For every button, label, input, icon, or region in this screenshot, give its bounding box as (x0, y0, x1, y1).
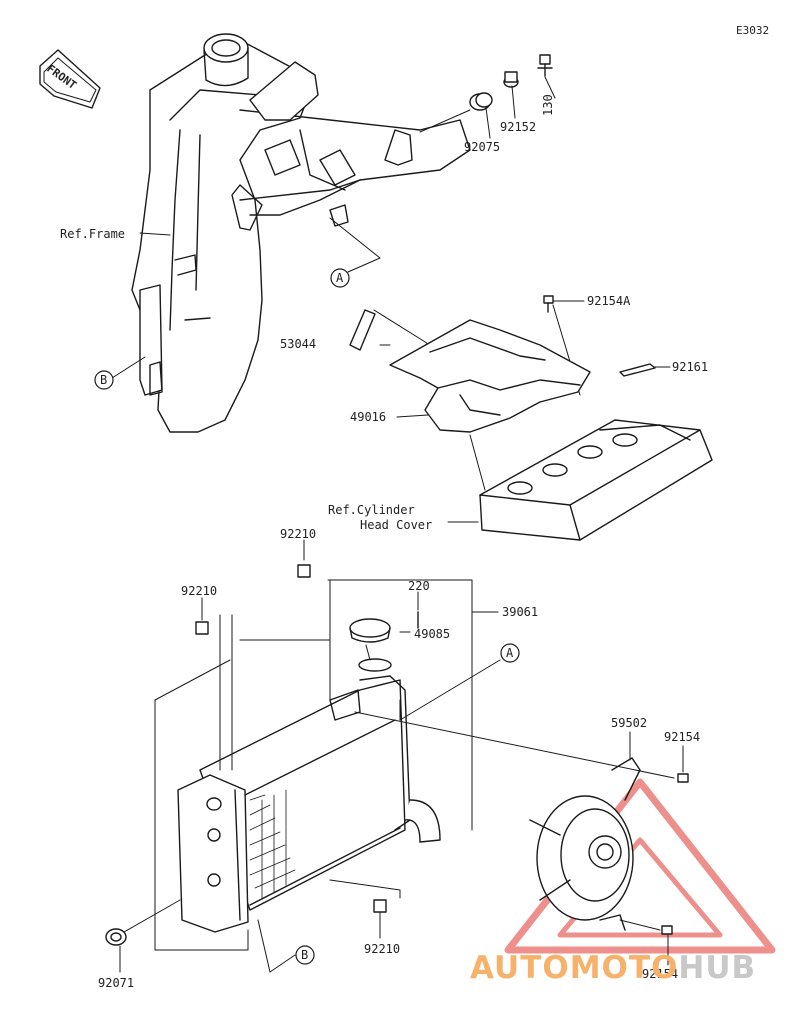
part-label-92154A: 92154A (587, 294, 631, 308)
fan-59502 (529, 757, 641, 931)
part-label-92152: 92152 (500, 120, 537, 134)
part-label-92075: 92075 (464, 140, 501, 154)
grommet-92075-icon (469, 92, 493, 111)
part-label-49016: 49016 (350, 410, 387, 424)
part-label-49085: 49085 (414, 627, 451, 641)
grommet-92071-icon (105, 928, 127, 946)
damper-53044 (349, 309, 376, 351)
assembly-lines (119, 539, 684, 973)
frame-drawing (131, 33, 471, 433)
watermark-text-part2: HUB (678, 950, 757, 986)
part-label-220: 220 (408, 579, 430, 593)
part-label-59502: 59502 (611, 716, 648, 730)
part-label-92210-bottom: 92210 (364, 942, 401, 956)
part-label-92071: 92071 (98, 976, 135, 990)
leader-lines (111, 76, 671, 523)
diagram-code: E3032 (736, 24, 770, 37)
part-label-92154-upper: 92154 (664, 730, 701, 744)
ref-cylinder-label-2: Head Cover (360, 518, 433, 532)
part-label-53044: 53044 (280, 337, 317, 351)
heat-guard-49016 (389, 319, 591, 433)
callout-b-bottom: B (301, 948, 309, 962)
clip-92210-icon (195, 564, 387, 913)
bolt-92154-icon (661, 773, 689, 935)
ref-cylinder-label-1: Ref.Cylinder (328, 503, 415, 517)
front-arrow-icon (39, 49, 101, 109)
callout-a-bottom: A (506, 646, 514, 660)
collar-92152-icon (503, 71, 519, 88)
radiator-cap-49085 (349, 618, 391, 643)
callout-a-top: A (336, 271, 344, 285)
callout-circles (94, 268, 520, 965)
radiator-39061 (177, 658, 441, 933)
watermark-text-part1: AUTOMOTO (470, 950, 679, 986)
bolt-130-icon (537, 54, 553, 77)
ref-frame-label: Ref.Frame (60, 227, 126, 241)
part-label-92154-lower: 92154 (642, 967, 679, 981)
part-label-39061: 39061 (502, 605, 539, 619)
cylinder-head-cover (479, 419, 713, 541)
bolt-92154A-icon (543, 295, 554, 313)
part-label-92161: 92161 (672, 360, 709, 374)
part-label-92210-left: 92210 (181, 584, 218, 598)
part-label-130: 130 (541, 94, 555, 116)
pad-92161 (619, 363, 656, 377)
callout-b-top: B (100, 373, 108, 387)
watermark-text: AUTOMOTOHUB (470, 950, 756, 986)
part-label-92210-top: 92210 (280, 527, 317, 541)
